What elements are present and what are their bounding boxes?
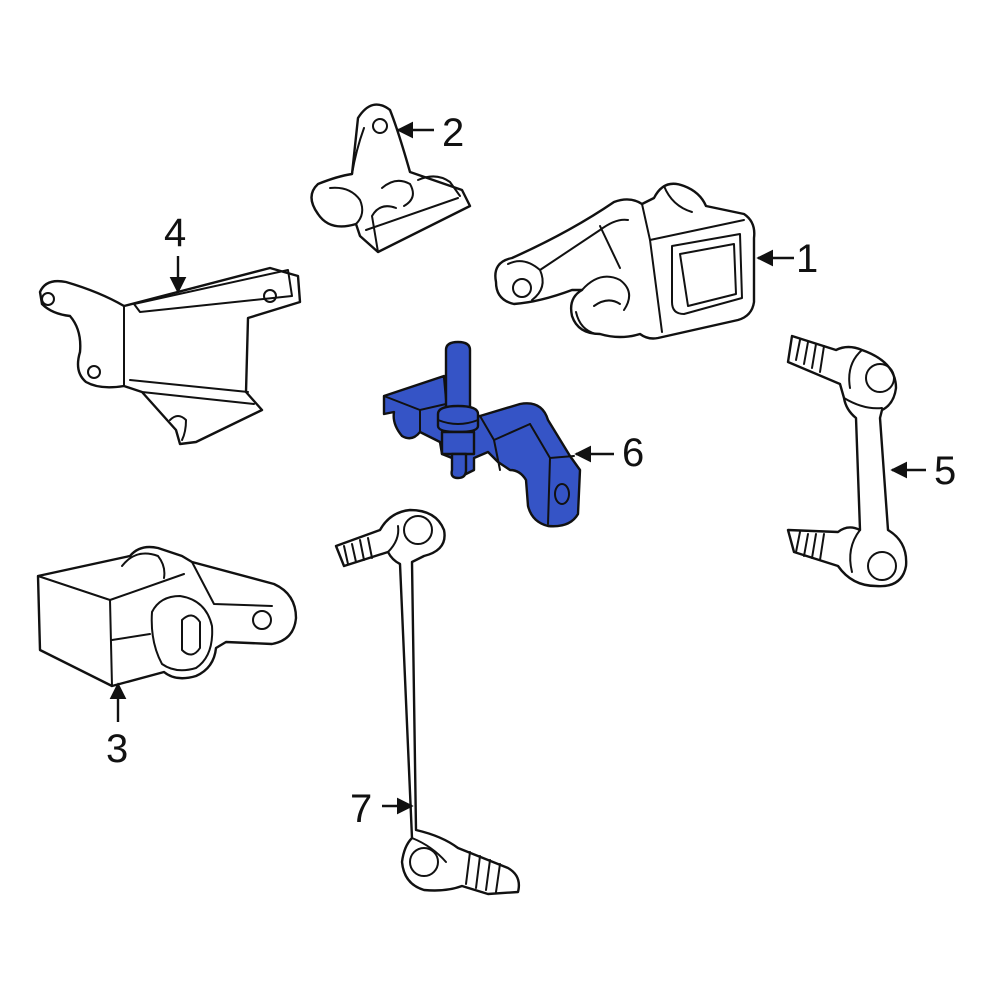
part-3-rear-height-sensor[interactable] bbox=[36, 545, 298, 688]
part-2-sensor-bracket[interactable] bbox=[310, 103, 472, 254]
callout-2: 2 bbox=[442, 111, 464, 155]
callout-7: 7 bbox=[350, 787, 372, 831]
callout-6: 6 bbox=[622, 431, 644, 475]
part-4-mounting-plate[interactable] bbox=[38, 266, 302, 446]
part-7-long-link-rod[interactable] bbox=[334, 508, 521, 896]
callout-4: 4 bbox=[164, 211, 186, 255]
callout-5: 5 bbox=[934, 449, 956, 493]
part-6-sensor-arm-bracket[interactable] bbox=[382, 340, 582, 528]
part-5-short-link-rod[interactable] bbox=[786, 334, 908, 588]
part-1-height-sensor-assembly[interactable] bbox=[494, 182, 756, 340]
callout-3: 3 bbox=[106, 727, 128, 771]
callout-1: 1 bbox=[796, 237, 818, 281]
